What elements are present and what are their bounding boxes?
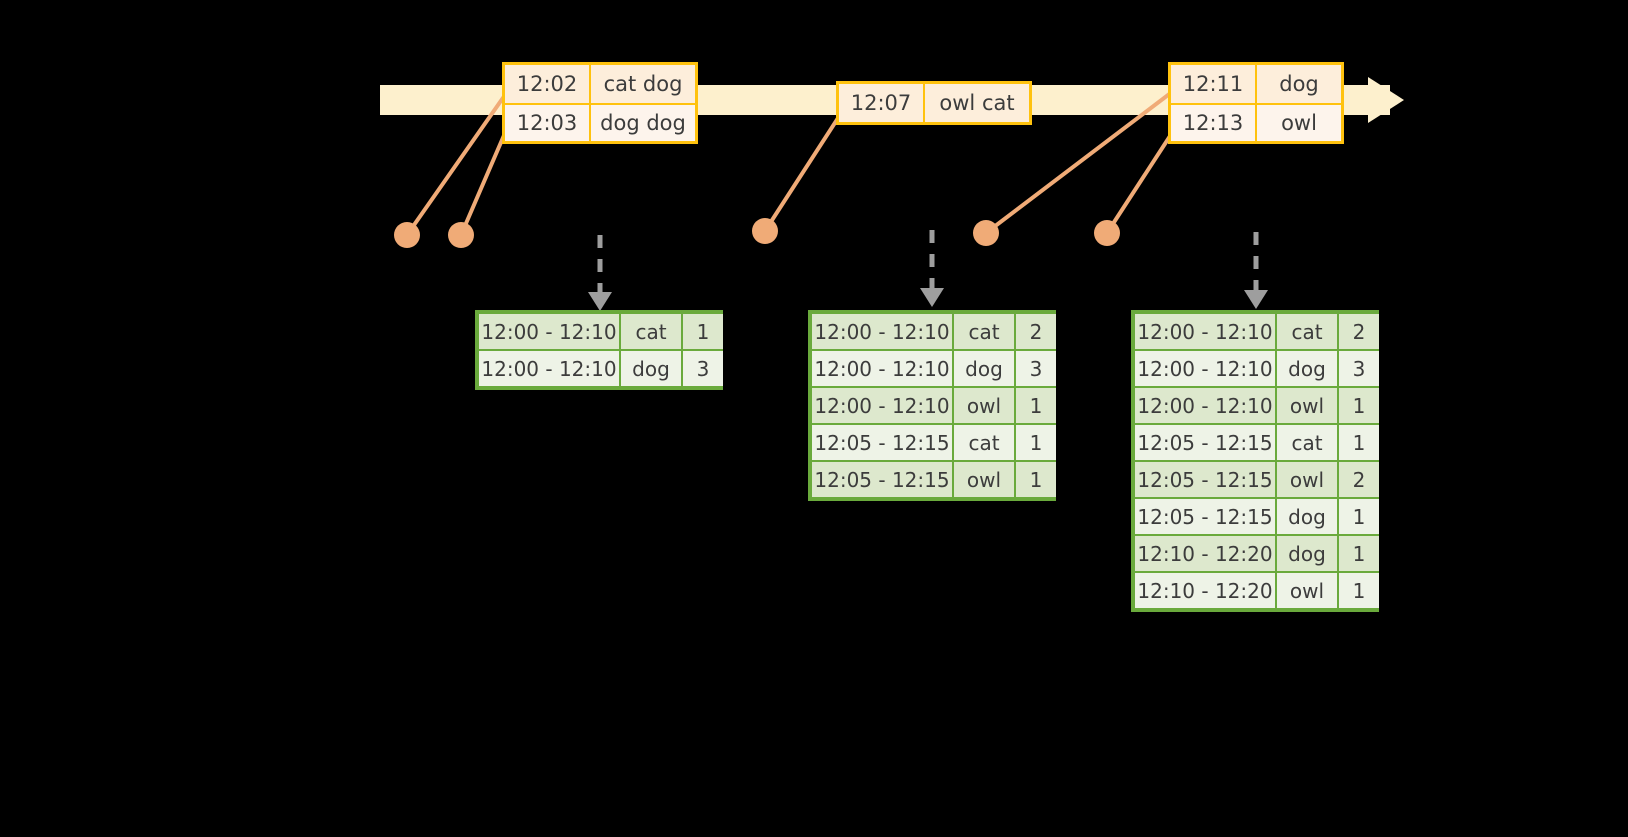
cell-count: 1 — [1339, 499, 1379, 534]
cell-word: cat — [1277, 314, 1337, 349]
cell-count: 2 — [1016, 314, 1056, 349]
cell-count: 1 — [1339, 536, 1379, 571]
result-arrow-lines — [597, 230, 1259, 292]
event-dot-5[interactable] — [1094, 220, 1120, 246]
cell-word: owl — [1277, 573, 1337, 608]
event-row[interactable]: 12:03 dog dog — [505, 103, 695, 141]
cell-count: 3 — [683, 351, 723, 386]
cell-word: dog — [1277, 499, 1337, 534]
cell-count: 1 — [1016, 462, 1056, 497]
event-group-2[interactable]: 12:07 owl cat — [836, 81, 1032, 125]
cell-window: 12:05 - 12:15 — [812, 425, 952, 460]
cell-window: 12:05 - 12:15 — [1135, 462, 1275, 497]
event-group-1[interactable]: 12:02 cat dog 12:03 dog dog — [502, 62, 698, 144]
result-arrow-heads — [588, 288, 1268, 311]
event-group-3[interactable]: 12:11 dog 12:13 owl — [1168, 62, 1344, 144]
cell-word: cat — [621, 314, 681, 349]
cell-word: owl — [1277, 388, 1337, 423]
cell-window: 12:00 - 12:10 — [1135, 351, 1275, 386]
cell-count: 2 — [1339, 462, 1379, 497]
cell-window: 12:00 - 12:10 — [479, 351, 619, 386]
cell-count: 1 — [1016, 425, 1056, 460]
cell-window: 12:00 - 12:10 — [812, 351, 952, 386]
cell-window: 12:05 - 12:15 — [812, 462, 952, 497]
event-words: cat dog — [603, 72, 683, 96]
event-row[interactable]: 12:11 dog — [1171, 65, 1341, 103]
event-time: 12:02 — [505, 65, 591, 103]
cell-window: 12:00 - 12:10 — [812, 388, 952, 423]
cell-word: owl — [954, 388, 1014, 423]
event-words: dog dog — [600, 111, 686, 135]
event-words: dog — [1279, 72, 1319, 96]
cell-word: cat — [954, 425, 1014, 460]
cell-count: 1 — [1339, 388, 1379, 423]
cell-count: 1 — [1339, 573, 1379, 608]
event-words: owl — [1281, 111, 1317, 135]
event-dot-3[interactable] — [752, 218, 778, 244]
cell-window: 12:05 - 12:15 — [1135, 499, 1275, 534]
cell-word: dog — [954, 351, 1014, 386]
timeline-arrow-head — [1368, 77, 1404, 123]
event-row[interactable]: 12:13 owl — [1171, 103, 1341, 141]
event-time: 12:13 — [1171, 105, 1257, 141]
cell-word: owl — [954, 462, 1014, 497]
event-dot-1[interactable] — [394, 222, 420, 248]
event-words: owl cat — [939, 91, 1015, 115]
cell-count: 1 — [1339, 425, 1379, 460]
cell-word: dog — [1277, 351, 1337, 386]
cell-count: 3 — [1016, 351, 1056, 386]
cell-count: 2 — [1339, 314, 1379, 349]
cell-word: dog — [621, 351, 681, 386]
cell-window: 12:00 - 12:10 — [1135, 314, 1275, 349]
cell-window: 12:10 - 12:20 — [1135, 536, 1275, 571]
cell-window: 12:00 - 12:10 — [812, 314, 952, 349]
cell-word: owl — [1277, 462, 1337, 497]
event-row[interactable]: 12:07 owl cat — [839, 84, 1029, 122]
cell-window: 12:10 - 12:20 — [1135, 573, 1275, 608]
event-time: 12:11 — [1171, 65, 1257, 103]
event-dot-2[interactable] — [448, 222, 474, 248]
cell-window: 12:05 - 12:15 — [1135, 425, 1275, 460]
event-time: 12:03 — [505, 105, 591, 141]
cell-word: dog — [1277, 536, 1337, 571]
event-dot-4[interactable] — [973, 220, 999, 246]
cell-count: 3 — [1339, 351, 1379, 386]
event-row[interactable]: 12:02 cat dog — [505, 65, 695, 103]
cell-count: 1 — [1016, 388, 1056, 423]
cell-window: 12:00 - 12:10 — [479, 314, 619, 349]
event-time: 12:07 — [839, 84, 925, 122]
cell-window: 12:00 - 12:10 — [1135, 388, 1275, 423]
cell-count: 1 — [683, 314, 723, 349]
cell-word: cat — [954, 314, 1014, 349]
cell-word: cat — [1277, 425, 1337, 460]
